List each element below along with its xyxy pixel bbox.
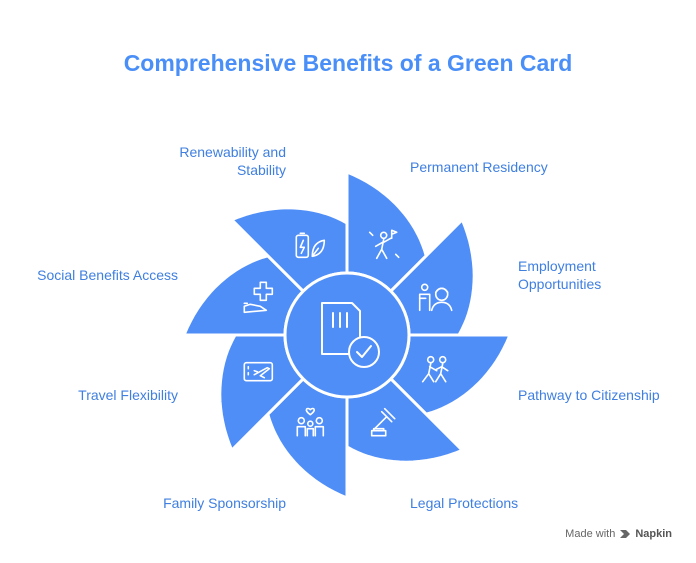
person-flag-icon: [368, 229, 400, 260]
watermark: Made with Napkin: [565, 528, 672, 540]
hand-medical-cross-icon: [243, 281, 274, 314]
label-social-benefits-access: Social Benefits Access: [37, 267, 178, 283]
label-permanent-residency: Permanent Residency: [410, 159, 548, 175]
label-pathway-to-citizenship: Pathway to Citizenship: [518, 387, 660, 403]
page-title: Comprehensive Benefits of a Green Card: [123, 50, 573, 76]
gavel-icon: [370, 407, 396, 437]
napkin-logo-icon: [620, 530, 631, 538]
label-employment-opportunities: Employment Opportunities: [518, 258, 602, 292]
label-legal-protections: Legal Protections: [410, 495, 519, 511]
battery-leaf-icon: [295, 232, 326, 259]
people-walking-icon: [421, 355, 449, 383]
label-renewability-stability: Renewability and Stability: [179, 144, 286, 178]
watermark-brand: Napkin: [635, 528, 672, 540]
center-hub: [283, 271, 411, 399]
card-check-icon: [321, 302, 380, 368]
worker-desk-icon: [418, 283, 453, 312]
watermark-prefix: Made with: [565, 528, 616, 540]
airplane-ticket-icon: [243, 361, 274, 382]
family-heart-icon: [296, 407, 325, 437]
label-family-sponsorship: Family Sponsorship: [163, 495, 286, 511]
label-travel-flexibility: Travel Flexibility: [78, 387, 178, 403]
